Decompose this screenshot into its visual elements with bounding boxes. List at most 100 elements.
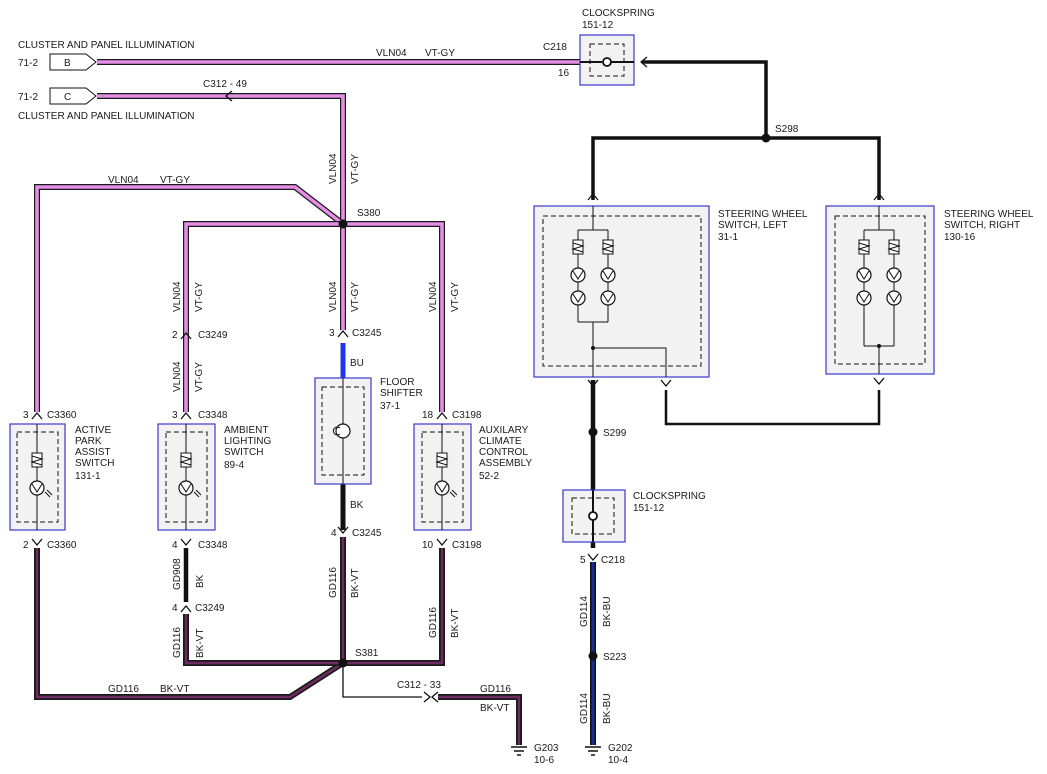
c312-49-label: C312 - 49 <box>203 79 247 90</box>
pin-4-c3249: 4 <box>172 603 178 614</box>
wire-vln04-aux-climate <box>343 221 445 412</box>
clockspring-bot-ref: 151-12 <box>633 503 665 514</box>
connector-tab-b[interactable]: B <box>49 53 97 71</box>
pin-2-c3360: 2 <box>23 540 29 551</box>
wire-gd116-floor-label: GD116 <box>328 567 339 598</box>
aps-ref: 131-1 <box>75 471 101 482</box>
wire-s298-left <box>591 136 766 200</box>
splice-s381 <box>338 658 348 668</box>
c218-top-label: C218 <box>543 42 567 53</box>
c312-33-label: C312 - 33 <box>397 680 441 691</box>
pin-18-c3198: 18 <box>422 410 434 421</box>
wire-s298-right <box>766 136 881 200</box>
ground-g202-icon <box>585 746 601 756</box>
ground-g203-icon <box>511 746 527 756</box>
connector-swl-top-icon <box>587 192 599 201</box>
connector-c3348-top-icon <box>180 411 192 420</box>
connector-c218-top-icon <box>639 56 648 68</box>
cluster-illumination-b: CLUSTER AND PANEL ILLUMINATION <box>18 40 195 51</box>
wire-swr-return <box>664 390 881 426</box>
clockspring-bottom[interactable] <box>562 489 626 543</box>
connector-c3198-top-icon <box>436 411 448 420</box>
wire-bkvt-ambient <box>183 614 343 666</box>
auxiliary-climate-control-assembly[interactable] <box>413 423 472 531</box>
aps-label-4: SWITCH <box>75 458 114 469</box>
wire-vln04-top-label: VLN04 <box>376 48 407 59</box>
acc-label-1: AUXILARY <box>479 425 529 436</box>
g202-ref: 10-4 <box>608 755 628 766</box>
wire-vln04-floor-label: VLN04 <box>328 281 339 312</box>
wire-bu-label: BU <box>350 358 364 369</box>
wire-vtgy-top-label: VT-GY <box>425 48 455 59</box>
wire-bkbu-a-label: BK-BU <box>602 596 613 627</box>
tab-b-label: B <box>64 58 71 69</box>
connector-c218-bot-icon <box>587 553 599 562</box>
swr-label-2: SWITCH, RIGHT <box>944 220 1020 231</box>
steering-wheel-switch-left[interactable] <box>533 205 710 378</box>
pin-10-c3198: 10 <box>422 540 434 551</box>
fs-ref: 37-1 <box>380 401 400 412</box>
aps-label-2: PARK <box>75 436 102 447</box>
steering-wheel-switch-right[interactable] <box>825 205 935 375</box>
pin-3-c3245: 3 <box>329 328 335 339</box>
connector-c3348-bot-icon <box>180 538 192 547</box>
wire-bk-ambient-label: BK <box>195 574 206 588</box>
cluster-illumination-c: CLUSTER AND PANEL ILLUMINATION <box>18 111 195 122</box>
wire-s381-to-c312 <box>342 663 422 698</box>
pin-2-c3249: 2 <box>172 330 178 341</box>
wire-gd116-ambient-label: GD116 <box>172 627 183 658</box>
als-ref: 89-4 <box>224 460 244 471</box>
ref-71-2-c: 71-2 <box>18 92 38 103</box>
connector-c3360-top-icon <box>31 411 43 420</box>
connector-tab-c[interactable]: C <box>49 87 97 105</box>
c3348-top-label: C3348 <box>198 410 228 421</box>
connector-c312-49-icon <box>224 90 233 102</box>
pin-3-c3360: 3 <box>23 410 29 421</box>
ambient-lighting-switch[interactable] <box>157 423 216 531</box>
acc-label-2: CLIMATE <box>479 436 522 447</box>
c3360-top-label: C3360 <box>47 410 77 421</box>
connector-c3245-top-icon <box>337 329 349 338</box>
splice-s299 <box>588 427 598 437</box>
splice-s223 <box>588 651 598 661</box>
active-park-assist-switch[interactable] <box>9 423 66 531</box>
swr-label-1: STEERING WHEEL <box>944 209 1034 220</box>
connector-c3245-bot-icon <box>337 526 349 535</box>
c218-bot-label: C218 <box>601 555 625 566</box>
c3245-top-label: C3245 <box>352 328 382 339</box>
fs-label-2: SHIFTER <box>380 388 423 399</box>
wire-bkvt-bottom-label: BK-VT <box>160 684 189 695</box>
clockspring-top[interactable] <box>579 34 635 86</box>
als-label-3: SWITCH <box>224 447 263 458</box>
s380-label: S380 <box>357 208 381 219</box>
splice-s380 <box>338 219 348 229</box>
wire-bkvt-aux-climate <box>343 548 445 666</box>
ref-71-2-b: 71-2 <box>18 58 38 69</box>
wire-bkvt-ambient-label: BK-VT <box>195 629 206 658</box>
fs-label-1: FLOOR <box>380 377 414 388</box>
swr-ref: 130-16 <box>944 232 976 243</box>
wire-bkvt-g203 <box>438 694 522 745</box>
c3360-bot-label: C3360 <box>47 540 77 551</box>
connector-c3249-bot-icon <box>180 604 192 613</box>
pin-4-c3348: 4 <box>172 540 178 551</box>
aps-label-3: ASSIST <box>75 447 111 458</box>
floor-shifter[interactable] <box>314 377 372 485</box>
s299-label: S299 <box>603 428 627 439</box>
acc-ref: 52-2 <box>479 471 499 482</box>
wire-bkvt-aux-label: BK-VT <box>450 609 461 638</box>
wire-bkvt-active-park <box>34 548 345 700</box>
g202-label: G202 <box>608 743 633 754</box>
wire-vln04-ambient-label: VLN04 <box>172 281 183 312</box>
connector-c312-33-icon <box>423 691 439 703</box>
wire-vtgy-main-label: VT-GY <box>350 154 361 184</box>
wire-vtgy-floor-label: VT-GY <box>350 282 361 312</box>
wire-vtgy-ambient-label: VT-GY <box>194 282 205 312</box>
tab-c-label: C <box>64 92 71 103</box>
als-label-1: AMBIENT <box>224 425 268 436</box>
wire-vln04-ambient <box>183 221 343 412</box>
g203-ref: 10-6 <box>534 755 554 766</box>
aps-label-1: ACTIVE <box>75 425 111 436</box>
pin-4-c3245: 4 <box>331 528 337 539</box>
pin-5-label: 5 <box>580 555 586 566</box>
